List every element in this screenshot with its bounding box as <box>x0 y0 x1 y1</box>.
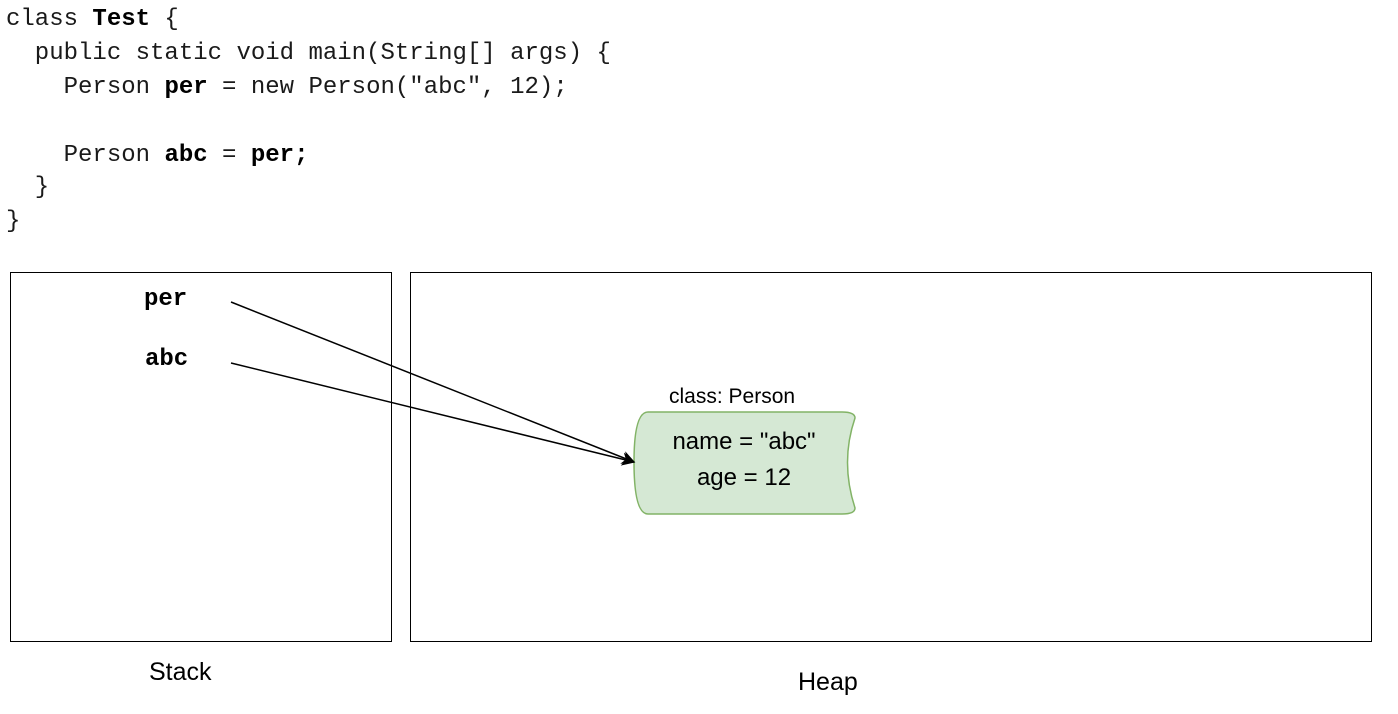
code-token: Person <box>6 142 165 169</box>
code-token: { <box>150 6 179 33</box>
code-token: Person <box>6 74 165 101</box>
code-line: class Test { <box>6 3 179 37</box>
object-class-label: class: Person <box>669 385 796 408</box>
code-token-bold: per <box>164 74 208 101</box>
code-line: public static void main(String[] args) { <box>6 37 611 71</box>
code-token: public static void main(String[] args) { <box>6 40 611 67</box>
object-field-name: name = "abc" <box>672 428 816 455</box>
code-token: } <box>6 174 50 201</box>
code-line: } <box>6 205 20 239</box>
code-token: class <box>6 6 93 33</box>
heap-caption: Heap <box>798 668 858 696</box>
code-token: = new Person("abc", 12); <box>207 74 568 101</box>
stack-variable-per: per <box>144 286 188 313</box>
code-token: = <box>207 142 251 169</box>
code-token-bold: Test <box>92 6 151 33</box>
code-token: } <box>6 208 21 235</box>
code-token-bold: abc <box>164 142 208 169</box>
object-field-age: age = 12 <box>696 464 792 491</box>
code-line: } <box>6 171 49 205</box>
stack-caption: Stack <box>149 658 212 686</box>
code-line: Person per = new Person("abc", 12); <box>6 71 568 105</box>
heap-panel <box>410 272 1372 642</box>
code-line: Person abc = per; <box>6 139 309 173</box>
stack-panel <box>10 272 392 642</box>
stack-variable-abc: abc <box>145 346 189 373</box>
code-token-bold: per; <box>250 142 309 169</box>
